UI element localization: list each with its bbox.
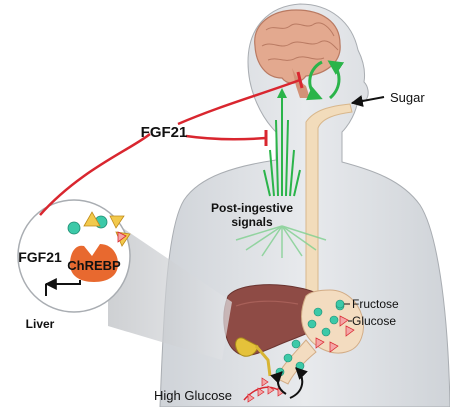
fgf21-line-to-circle: [39, 133, 151, 216]
glucose-triangle: [117, 231, 127, 243]
post-ingestive-label-1: Post-ingestive: [211, 201, 293, 215]
gallbladder: [235, 337, 259, 357]
liver-label: Liver: [26, 317, 55, 331]
intestine: [275, 339, 317, 385]
fgf21-inhibit-signals: [185, 134, 267, 141]
high-glucose-label: High Glucose: [154, 388, 232, 403]
glucose-label: Glucose: [352, 314, 396, 328]
chrebp-label: ChREBP: [67, 258, 121, 273]
fgf21-inhibit-brain: [177, 78, 301, 126]
fructose-molecule: [109, 215, 125, 229]
post-ingestive-label-2: signals: [231, 215, 273, 229]
post-ingestive-fan: [235, 225, 327, 258]
glucose-molecule: [67, 221, 81, 235]
fgf21-top-label: FGF21: [141, 124, 188, 141]
glucose-to-liver-arrow-2: [270, 371, 287, 395]
glucose-marker: [339, 315, 349, 327]
sugar-label: Sugar: [390, 90, 425, 105]
gene-expression-arrow: [44, 278, 81, 290]
fructose-molecule: [83, 211, 101, 227]
glucose-to-liver-arrow: [289, 367, 308, 399]
post-ingestive-signals: [263, 88, 301, 197]
fructose-marker: [335, 299, 345, 309]
fructose-label: Fructose: [352, 297, 399, 311]
brain-mouth-loop: [306, 60, 323, 101]
chrebp-protein: [70, 244, 118, 282]
sugar-arrow: [350, 95, 385, 107]
zoom-cone: [108, 218, 232, 360]
high-glucose-vessel: [243, 377, 285, 403]
fgf21-liver-label: FGF21: [18, 249, 62, 265]
